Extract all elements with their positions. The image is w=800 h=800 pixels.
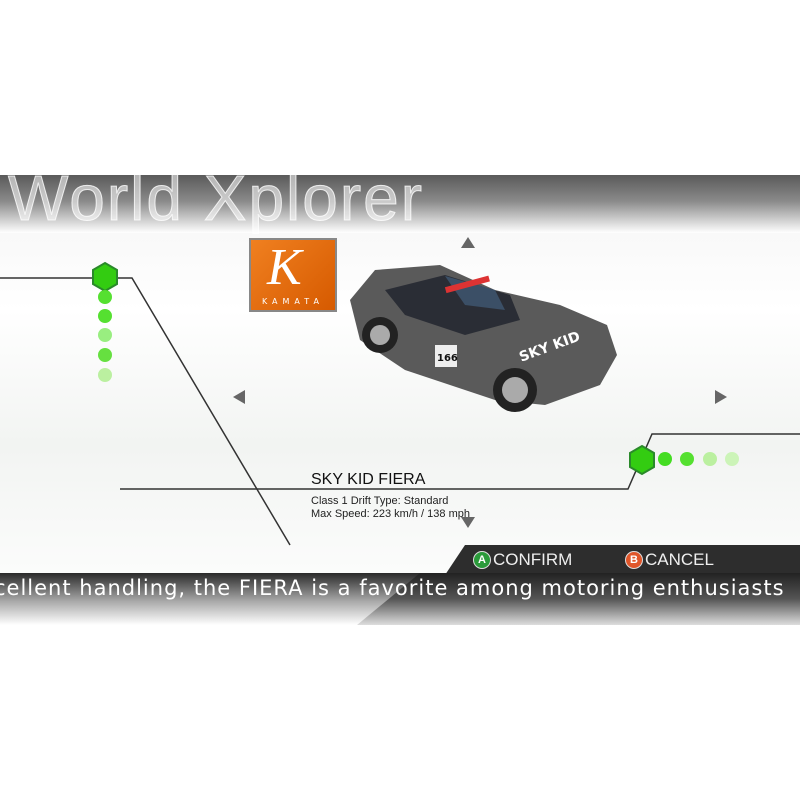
arrow-left-icon [233,390,245,404]
car-class-drift: Class 1 Drift Type: Standard [311,495,449,507]
manufacturer-logo: K KAMATA [249,238,337,312]
ticker-text: cellent handling, the FIERA is a favorit… [0,576,785,600]
car-image[interactable]: 166 SKY KID [345,260,625,420]
track-lines [0,237,800,546]
button-prompt-bar [445,545,800,575]
b-button-icon: B [625,551,643,569]
ticker-left-fade [0,573,420,625]
current-hex-marker [92,261,118,293]
livery-number: 166 [437,353,458,364]
cancel-label: CANCEL [645,550,714,569]
page-title: World Xplorer [7,175,425,235]
left-progress-dots [92,261,118,382]
arrow-down-icon [461,517,475,528]
car-max-speed: Max Speed: 223 km/h / 138 mph [311,508,470,520]
current-hex-marker [629,444,655,476]
right-track-line [120,433,800,490]
arrow-right-icon [715,390,727,404]
confirm-label: CONFIRM [493,550,573,569]
cancel-button[interactable]: B CANCEL [625,550,714,570]
right-progress-dots [629,444,739,476]
logo-letter: K [267,239,302,296]
livery-number-plate [435,345,457,367]
car-name: SKY KID FIERA [311,471,426,488]
arrow-up-icon [461,237,475,248]
header-bar: World Xplorer [0,175,800,235]
car-select-screen: World Xplorer K KAMATA 166 SK [0,175,800,625]
left-track-line [0,277,291,546]
confirm-button[interactable]: A CONFIRM [473,550,572,570]
logo-brand: KAMATA [261,297,325,306]
a-button-icon: A [473,551,491,569]
